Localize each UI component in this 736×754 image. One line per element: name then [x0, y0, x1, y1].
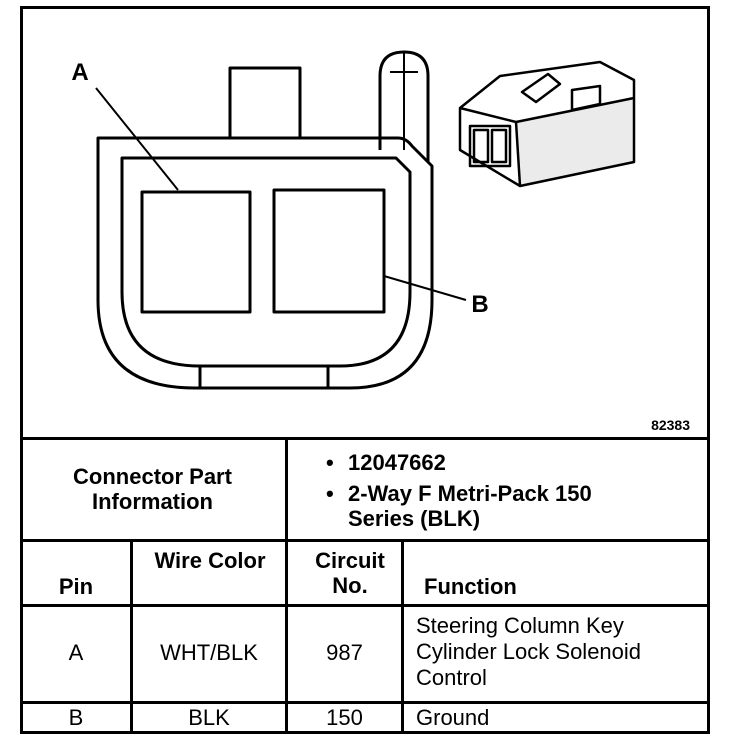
row-a-function: Steering Column Key Cylinder Lock Soleno…	[416, 613, 642, 690]
row-a-wire-color: WHT/BLK	[160, 640, 258, 665]
figure-number: 82383	[651, 417, 690, 433]
row-a-pin: A	[68, 640, 84, 665]
col-divider-2	[285, 539, 288, 734]
header-function: Function	[424, 574, 517, 599]
leader-line-a	[95, 87, 179, 191]
connector-info-list: 12047662 2-Way F Metri-Pack 150 Series (…	[324, 450, 694, 537]
row-b-circuit: 150	[326, 705, 363, 730]
leader-line-b	[383, 275, 467, 301]
col-divider-1	[130, 539, 133, 734]
row-b-wire-color: BLK	[188, 705, 230, 730]
row-b-pin: B	[68, 705, 84, 730]
terminal-cavity-a	[140, 190, 252, 314]
pin-b-label: B	[471, 291, 488, 318]
terminal-cavity-b	[272, 188, 386, 314]
table-info-divider	[20, 539, 710, 542]
header-pin: Pin	[58, 574, 94, 599]
connector-3d-view	[458, 60, 636, 188]
header-circuit: Circuit No.	[315, 548, 385, 598]
row-b-function: Ground	[416, 705, 490, 730]
header-wire-color: Wire Color	[154, 548, 266, 573]
table-row-divider	[20, 701, 710, 704]
table-header-divider	[20, 604, 710, 607]
connector-bottom-tab	[198, 366, 330, 388]
connector-info-description: 2-Way F Metri-Pack 150 Series (BLK)	[324, 481, 598, 531]
row-a-circuit: 987	[326, 640, 363, 665]
connector-body-inner	[120, 156, 412, 368]
connector-body-outline	[96, 136, 434, 390]
diagram-frame	[20, 6, 710, 734]
connector-top-latch	[228, 66, 302, 138]
table-top-border	[20, 437, 710, 440]
col-divider-3	[401, 539, 404, 734]
info-column-divider	[285, 437, 288, 542]
connector-info-part-number: 12047662	[324, 450, 694, 475]
pin-a-label: A	[71, 59, 88, 86]
connector-info-label: Connector Part Information	[73, 464, 232, 514]
